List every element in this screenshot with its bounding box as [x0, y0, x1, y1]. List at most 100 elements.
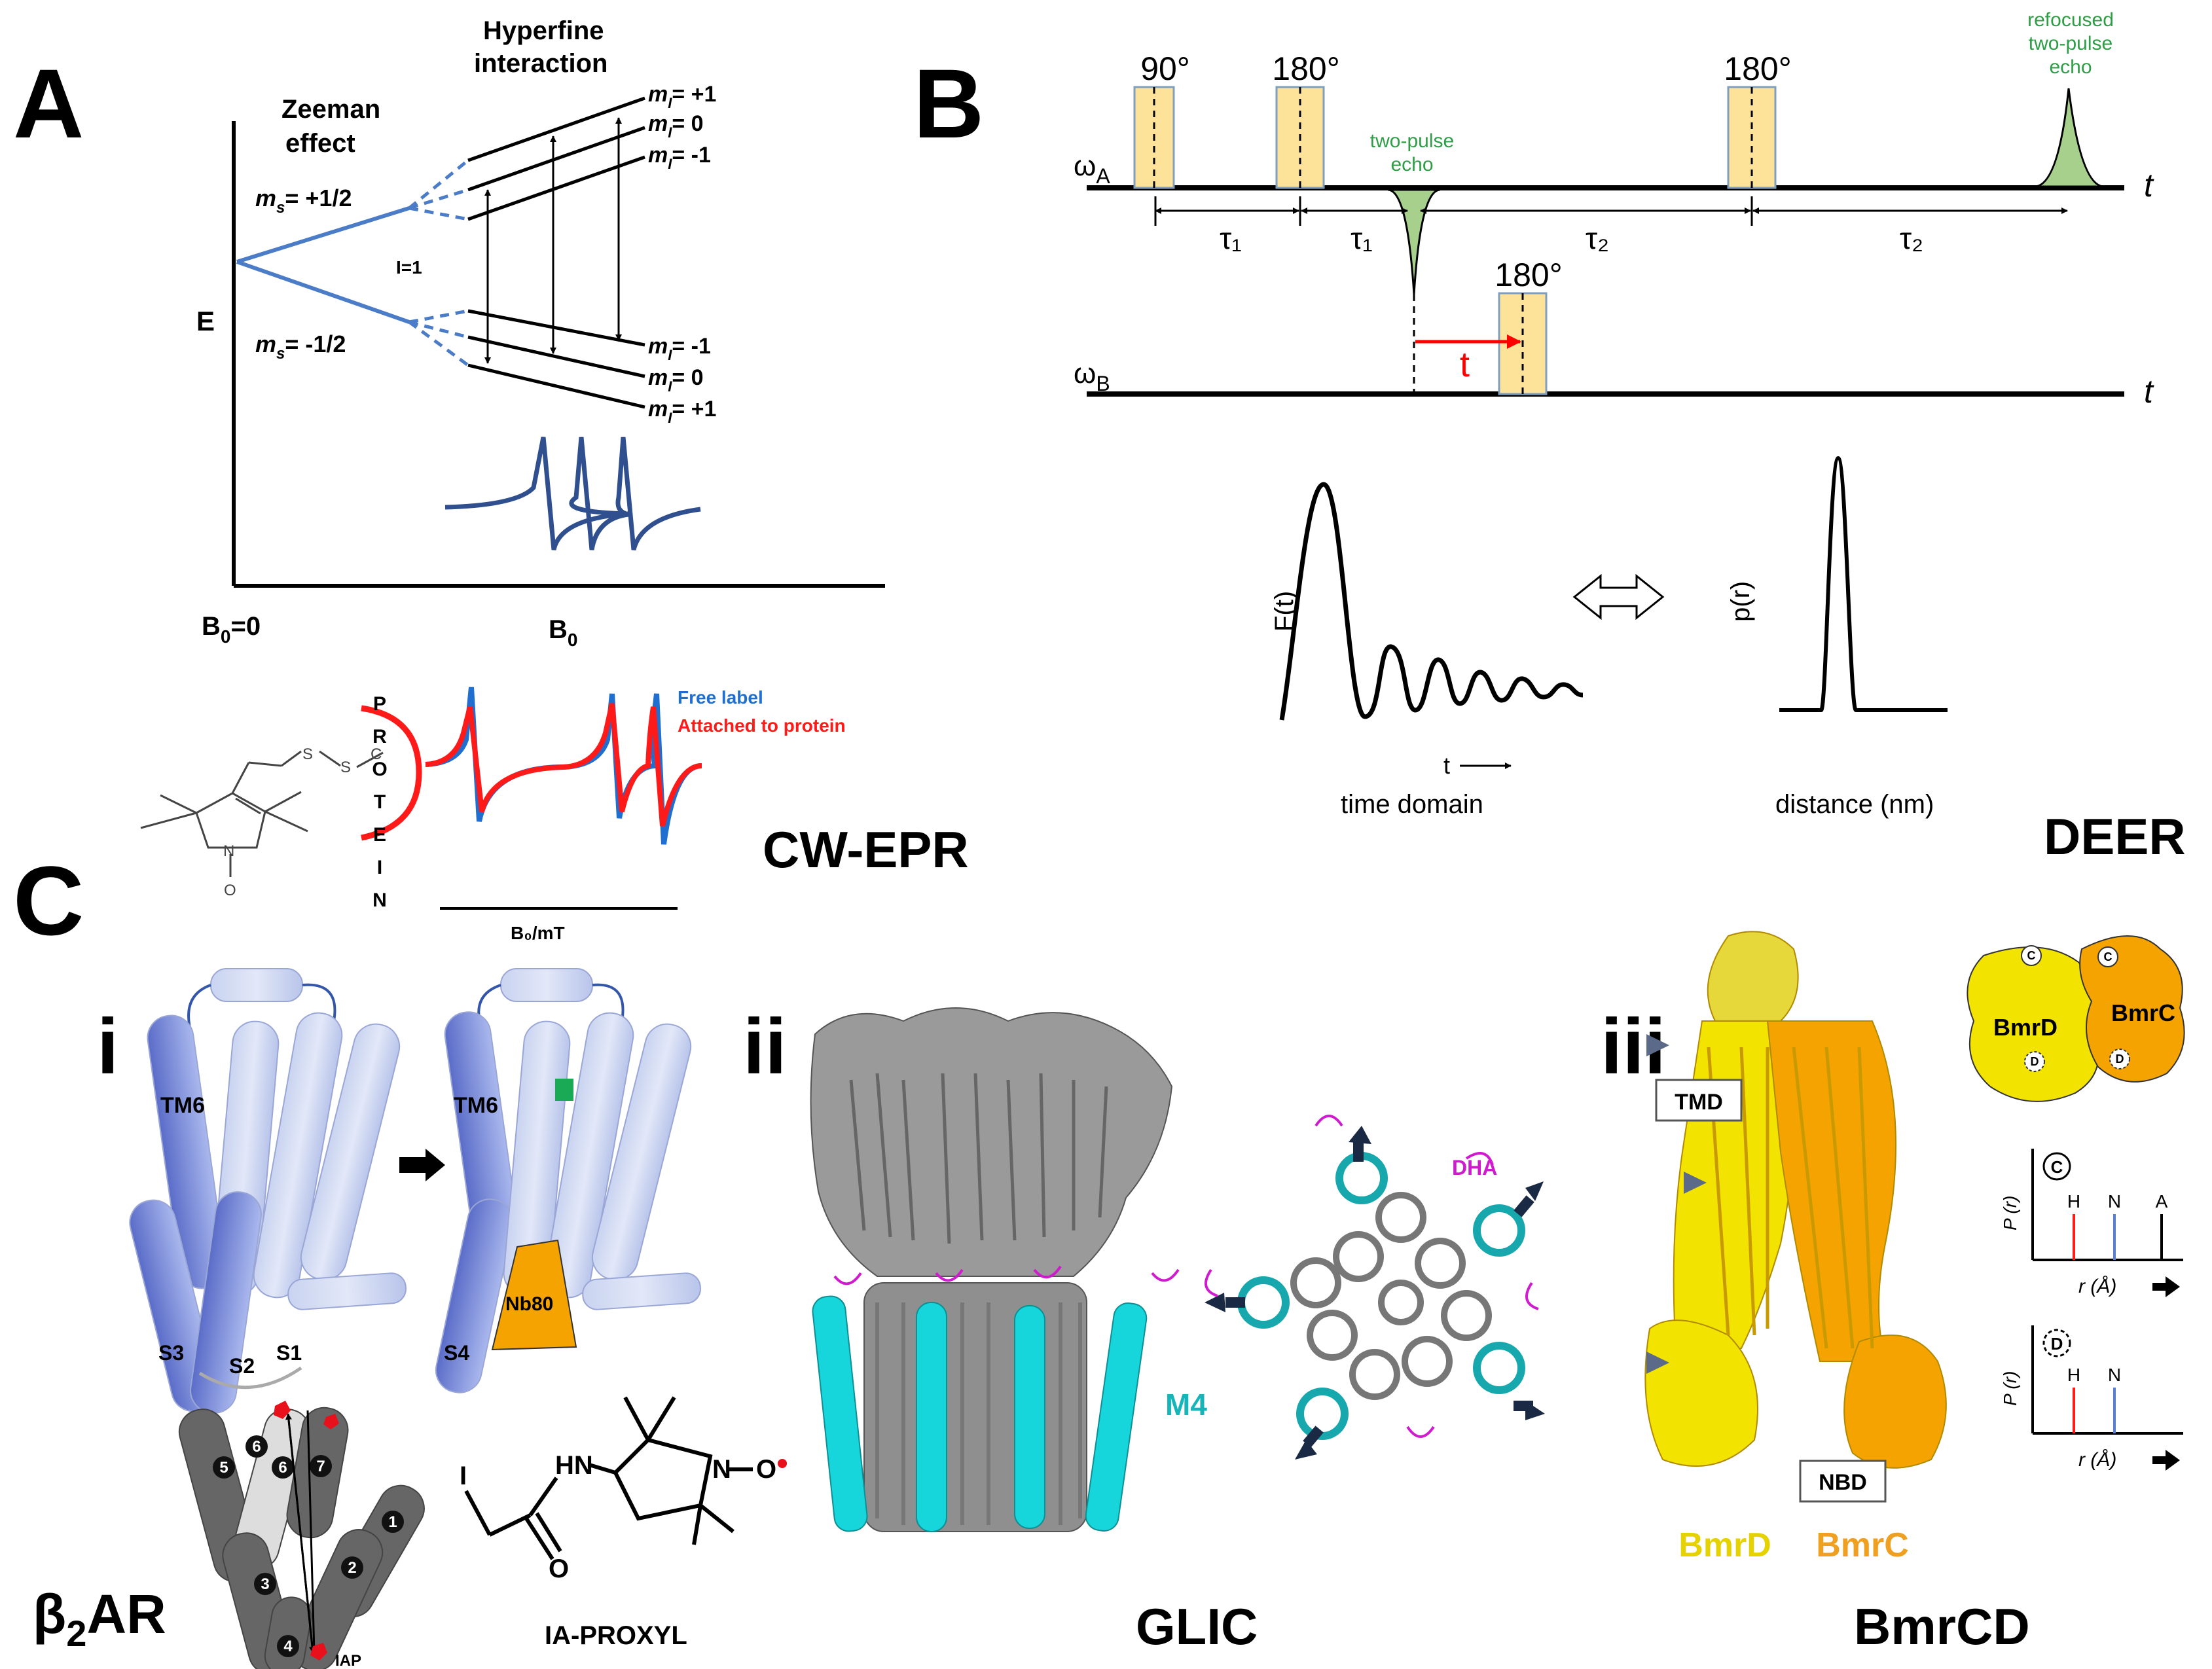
svg-text:P (r): P (r): [2000, 1371, 2020, 1406]
spin-label-site: [555, 1079, 573, 1101]
svg-text:P (r): P (r): [2000, 1196, 2020, 1230]
svg-text:N: N: [712, 1455, 731, 1484]
ia-proxyl-structure: [464, 1396, 753, 1560]
svg-text:90°: 90°: [1140, 50, 1190, 87]
distance-distribution: [1779, 456, 1948, 712]
svg-text:r (Å): r (Å): [2078, 1276, 2116, 1297]
bmrd-chain-label: BmrD: [1678, 1526, 1771, 1564]
refocused-echo-shape: [2035, 88, 2103, 188]
glic-tmd-stripes: [875, 1302, 1082, 1525]
nb80-label: Nb80: [505, 1293, 553, 1315]
svg-text:C: C: [2104, 950, 2112, 963]
subpanel-ii-label: ii: [743, 1003, 787, 1090]
transition-arrows: [484, 117, 622, 364]
fourier-double-arrow: [1572, 573, 1665, 620]
ia-proxyl-atoms: I HN O N O: [460, 1451, 776, 1583]
hyperfine-levels: [467, 96, 645, 409]
tm6-label-left: TM6: [160, 1093, 205, 1118]
deer-title: DEER: [2044, 808, 2186, 865]
nbd-label: NBD: [1819, 1470, 1867, 1495]
dha-lipids-top: [1205, 1115, 1539, 1438]
svg-text:R: R: [372, 726, 387, 747]
receptor-inactive: [129, 968, 407, 1414]
svg-text:T: T: [374, 791, 386, 813]
svg-text:S3: S3: [158, 1341, 184, 1365]
protein-bracket: [361, 705, 422, 841]
svg-text:S: S: [340, 759, 351, 776]
protein-letters: P R O T E I N: [372, 693, 387, 911]
s4-label: S4: [444, 1341, 469, 1365]
nb80-nanobody: [491, 1239, 577, 1351]
spectra-axis-label: B₀/mT: [511, 923, 565, 943]
time-arrow: t: [1443, 752, 1512, 779]
svg-text:I: I: [460, 1462, 467, 1490]
svg-text:mI= -1: mI= -1: [648, 143, 711, 172]
ms-minus-label: ms= -1/2: [255, 331, 346, 363]
svg-text:6: 6: [278, 1459, 287, 1477]
legend-attached: Attached to protein: [678, 715, 846, 736]
svg-text:D: D: [2031, 1055, 2039, 1068]
tau-arrows: [1154, 196, 2068, 226]
omega-a-label: ωA: [1074, 150, 1110, 188]
svg-text:τ₂: τ₂: [1586, 221, 1609, 255]
zeeman-lower-line: [236, 260, 410, 324]
ms-plus-label: ms= +1/2: [255, 185, 352, 217]
spin-label: I=1: [396, 257, 422, 278]
svg-text:S2: S2: [229, 1354, 255, 1378]
svg-text:1: 1: [388, 1513, 397, 1531]
svg-text:7: 7: [316, 1458, 325, 1475]
svg-text:4: 4: [283, 1638, 293, 1655]
panel-b: B ωA ωB t t 90° 180° 180° 180° tw: [913, 9, 2186, 865]
svg-text:D: D: [2116, 1052, 2124, 1066]
svg-text:τ₁: τ₁: [1220, 221, 1242, 255]
glic-title: GLIC: [1136, 1598, 1258, 1655]
helix-bundle-topview: [178, 1407, 425, 1669]
dha-label: DHA: [1452, 1156, 1497, 1179]
glic-m4-helices: [812, 1295, 1148, 1532]
glic-topview: [1290, 1192, 1492, 1400]
svg-text:C: C: [2051, 1157, 2063, 1177]
iap-label: IAP: [335, 1652, 361, 1669]
svg-text:HN: HN: [555, 1451, 593, 1480]
mi-upper-labels: mI= +1 mI= 0 mI= -1: [648, 82, 716, 172]
svg-text:τ₂: τ₂: [1900, 221, 1923, 255]
glic-ecd-strands: [849, 1073, 1108, 1244]
omega-b-label: ωB: [1074, 357, 1110, 395]
svg-text:C: C: [2027, 949, 2036, 962]
panel-a-letter: A: [13, 48, 84, 158]
spectrum-free-label: [425, 687, 701, 845]
domain-pointers: [1646, 1034, 1707, 1374]
pr-plot-c: C P (r) H N A r (Å): [2000, 1149, 2183, 1297]
epr-spectrum-blue: [444, 437, 701, 550]
svg-text:O: O: [549, 1554, 569, 1583]
dha-lipids-side: [833, 1265, 1180, 1285]
svg-text:C: C: [371, 745, 382, 763]
nbd-box: [1799, 1460, 1887, 1503]
radical-dot: [778, 1459, 787, 1468]
glic-topview-m4: [1237, 1152, 1525, 1440]
svg-text:mI= +1: mI= +1: [648, 397, 716, 426]
pump-delay-label: t: [1460, 345, 1470, 384]
svg-text:180°: 180°: [1272, 50, 1339, 87]
energy-label: E: [196, 306, 215, 336]
time-domain-label: time domain: [1341, 790, 1483, 819]
state-labels: S3 S2 S1: [158, 1341, 302, 1378]
svg-text:P: P: [373, 693, 386, 715]
site-circles: C C D D: [2021, 945, 2130, 1072]
svg-text:6: 6: [252, 1438, 261, 1456]
svg-text:N: N: [372, 889, 387, 911]
helix-numbers: 1 2 3 4 5 6 6 7: [213, 1435, 404, 1657]
glic-tmd: [863, 1282, 1087, 1532]
dashed-splits: [408, 159, 469, 367]
panel-c: C i TM6 S3 S2 S1: [13, 846, 2185, 1669]
svg-text:D: D: [2051, 1334, 2063, 1354]
activation-arrow: [399, 1149, 445, 1181]
time-domain-trace: [1279, 482, 1584, 721]
pr-plot-d: D P (r) H N r (Å): [2000, 1325, 2183, 1471]
distance-arrows: [285, 1410, 316, 1653]
svg-text:180°: 180°: [1495, 257, 1562, 293]
bmrd-cartoon-label: BmrD: [1993, 1014, 2058, 1041]
